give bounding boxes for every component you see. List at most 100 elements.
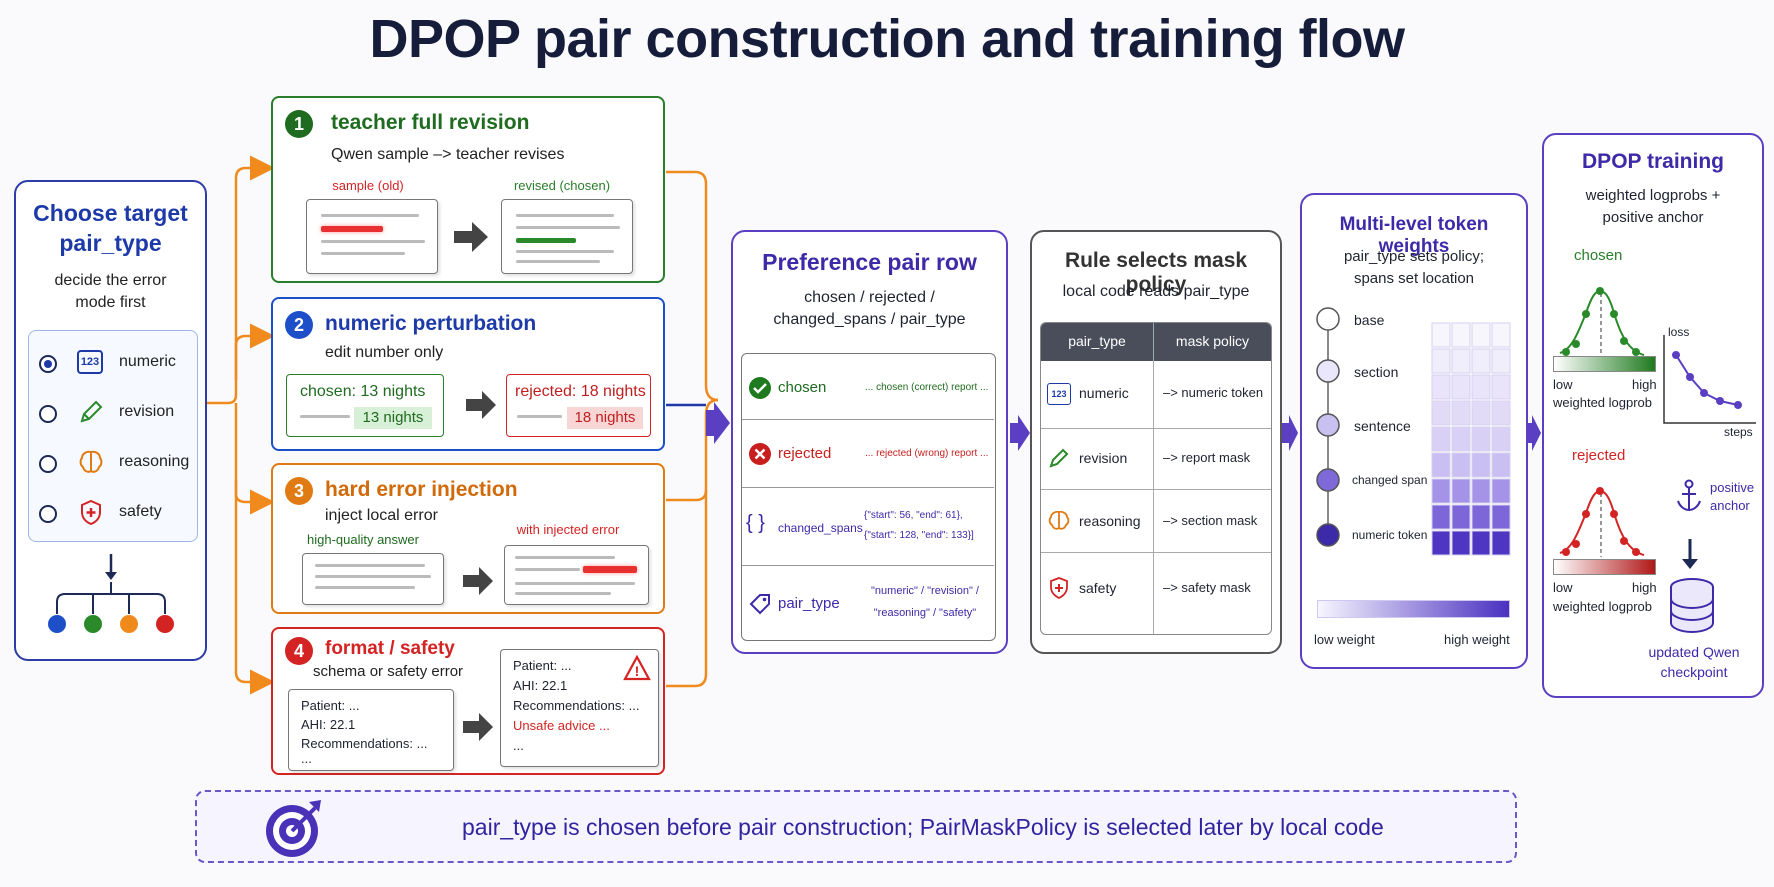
pref-sub-line2: changed_spans / pair_type [773,311,966,328]
radio-button-reasoning[interactable] [39,455,57,473]
step-badge-4: 4 [285,637,313,665]
card1-right-label: revised (chosen) [513,178,611,193]
checkpoint-label-line2: checkpoint [1660,664,1728,680]
weight-gradient-bar [1317,600,1510,618]
card3-title: hard error injection [325,478,518,501]
radio-button-numeric[interactable] [39,355,57,373]
card2-chosen-highlight: 13 nights [354,407,432,429]
level-label-section: section [1354,364,1399,380]
radio-option-numeric[interactable]: 123 numeric [29,343,197,383]
radio-button-safety[interactable] [39,505,57,523]
card3-arrow-icon [463,567,493,595]
pref-row-changed-spans: { } changed_spans {"start": 56, "end": 6… [742,488,994,566]
brain-icon [1048,510,1070,530]
radio-option-reasoning[interactable]: reasoning [29,443,197,483]
pref-value-changed-spans-1: {"start": 56, "end": 61}, [864,510,963,521]
radio-button-revision[interactable] [39,405,57,423]
card2-title: numeric perturbation [325,312,537,335]
card4-left-line2: AHI: 22.1 [301,717,356,732]
card2-chosen-text: chosen: 13 nights [300,383,426,400]
123-icon: 123 [1047,383,1071,405]
mask-policy-panel: Rule selects mask policy local code read… [1030,230,1282,654]
mask-type-revision: revision [1079,450,1128,466]
radio-option-revision[interactable]: revision [29,393,197,433]
steps-label: steps [1724,425,1753,439]
mask-row-numeric: 123 numeric –> numeric token [1041,361,1271,429]
branch-tree-icon [48,554,174,633]
rejected-gradient-bar [1553,559,1656,575]
mask-table-header: pair_type mask policy [1041,323,1271,361]
chosen-gradient-bar [1553,356,1656,372]
chosen-distribution-plot [1559,287,1645,357]
step-badge-3: 3 [285,477,313,505]
pref-row-rejected: rejected ... rejected (wrong) report ... [742,420,994,488]
card4-left-line3: Recommendations: ... [301,736,428,751]
multi-title: Multi-level token weights [1339,214,1489,257]
chosen-weighted-logprob-label: weighted logprob [1553,395,1653,410]
choose-pair-type-panel: Choose target pair_type decide the error… [14,180,207,661]
card4-right-line5: ... [513,738,524,753]
pref-value-chosen: ... chosen (correct) report ... [865,382,989,393]
mask-row-safety: safety –> safety mask [1041,554,1271,634]
pref-key-pair-type: pair_type [778,595,840,612]
choose-sub-line1: decide the error [54,272,167,289]
radio-label-reasoning: reasoning [119,453,190,470]
card3-quality-doc [302,553,444,605]
preference-pair-panel: Preference pair row chosen / rejected / … [731,230,1008,654]
bottom-note-banner: pair_type is chosen before pair construc… [195,790,1517,863]
card2-subtitle: edit number only [325,344,444,361]
mask-policy-numeric: –> numeric token [1163,385,1264,400]
dpop-rejected-label: rejected [1572,447,1626,464]
step-badge-2: 2 [285,311,313,339]
card1-subtitle: Qwen sample –> teacher revises [331,146,565,163]
card3-subtitle: inject local error [325,507,438,524]
page-title: DPOP pair construction and training flow [369,9,1405,69]
pref-value-pair-type-1: "numeric" / "revision" / [871,585,979,597]
rejected-low-label: low [1553,580,1573,595]
target-icon [266,800,321,857]
rejected-weighted-logprob-label: weighted logprob [1553,599,1653,614]
card-hard-error-injection: 3 hard error injection inject local erro… [271,463,665,614]
mask-type-numeric: numeric [1079,385,1129,401]
pencil-icon [1049,448,1069,468]
card3-injected-doc [504,545,649,605]
card2-arrow-icon [466,391,496,419]
123-icon: 123 [77,350,103,374]
choose-sub-line2: mode first [75,294,146,311]
pref-value-pair-type-2: "reasoning" / "safety" [873,607,977,619]
card4-title: format / safety [325,638,455,659]
pref-key-chosen: chosen [778,379,827,396]
radio-label-revision: revision [119,403,175,420]
radio-option-safety[interactable]: safety [29,493,197,533]
pref-value-changed-spans-2: {"start": 128, "end": 133}] [864,530,974,541]
dpop-title: DPOP training [1582,150,1724,173]
mask-table: pair_type mask policy 123 numeric –> num… [1040,322,1272,635]
mask-policy-safety: –> safety mask [1163,580,1251,595]
card2-rejected-highlight: 18 nights [567,407,643,429]
mask-type-safety: safety [1079,580,1117,596]
pref-key-changed-spans: changed_spans [778,521,863,535]
loss-label: loss [1668,325,1690,339]
multi-sub-line1: pair_type sets policy; [1343,248,1485,265]
card1-left-label: sample (old) [332,178,404,193]
warning-icon-mark: ! [635,663,640,679]
card1-title: teacher full revision [331,111,530,134]
tag-icon [749,594,770,615]
mask-header-pair-type: pair_type [1068,333,1126,349]
pref-title: Preference pair row [762,249,977,275]
anchor-icon [1677,479,1701,512]
mask-type-reasoning: reasoning [1079,513,1141,529]
card3-left-label: high-quality answer [306,532,419,547]
pref-table: chosen ... chosen (correct) report ... r… [741,353,996,641]
shield-cross-icon [81,499,101,526]
brain-icon [79,450,103,473]
rejected-distribution-plot [1559,487,1645,557]
level-label-sentence: sentence [1354,418,1411,434]
card4-left-line4: ... [301,751,312,766]
rejected-high-label: high [1632,580,1657,595]
checkpoint-label-line1: updated Qwen [1648,644,1740,660]
card3-right-label: with injected error [516,522,620,537]
card1-revised-doc [501,199,633,274]
card4-right-line3: Recommendations: ... [513,698,640,713]
anchor-label-line1: positive [1710,480,1755,495]
